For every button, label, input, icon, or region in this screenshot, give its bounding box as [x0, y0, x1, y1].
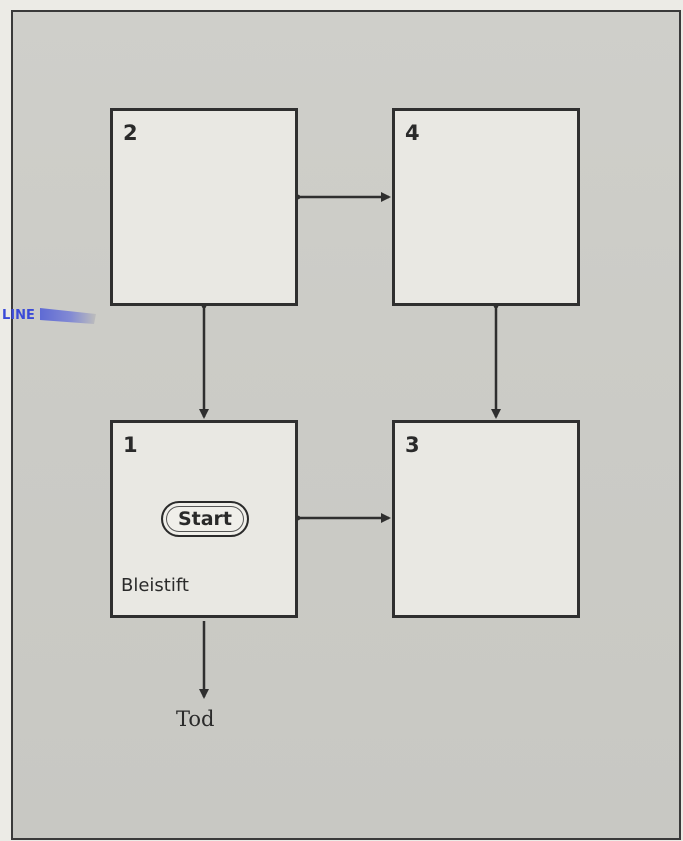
node-4: 4	[392, 108, 580, 306]
node-2: 2	[110, 108, 298, 306]
exit-label: Tod	[176, 707, 215, 731]
start-badge: Start	[161, 501, 249, 537]
node-3: 3	[392, 420, 580, 618]
logo-text: LINE	[2, 308, 35, 323]
node-1: 1 Start Bleistift	[110, 420, 298, 618]
start-label: Start	[177, 508, 233, 530]
node-number: 2	[123, 121, 138, 145]
item-label: Bleistift	[121, 575, 189, 596]
node-number: 4	[405, 121, 420, 145]
node-number: 1	[123, 433, 138, 457]
node-number: 3	[405, 433, 420, 457]
logo-watermark: LINE	[2, 308, 96, 324]
